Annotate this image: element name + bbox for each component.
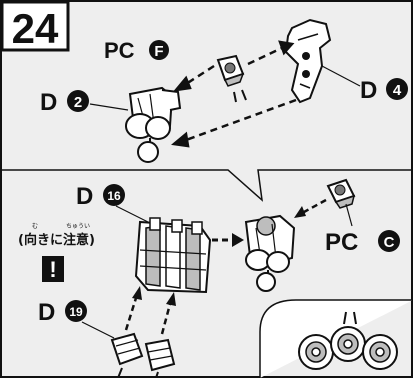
part-label-pc-c: PC C — [325, 229, 400, 256]
arrow-pc-c-to-joint — [294, 198, 327, 218]
pc-c-leader-line — [345, 203, 353, 227]
svg-text:16: 16 — [107, 189, 121, 203]
notice-text: (向きに注意) — [18, 232, 95, 248]
section-divider — [2, 169, 411, 202]
polycap-c — [326, 178, 356, 209]
d19-leader-line — [81, 321, 115, 339]
svg-text:D: D — [40, 89, 57, 116]
notice-furigana-2: ちゅうい — [66, 223, 90, 230]
svg-text:!: ! — [49, 257, 56, 282]
polycap-f — [216, 54, 247, 103]
svg-text:D: D — [360, 77, 377, 104]
part-label-d2: D 2 — [40, 89, 89, 116]
part-label-pc-f: PC F — [104, 38, 169, 63]
svg-text:D: D — [76, 183, 93, 210]
svg-text:D: D — [38, 299, 55, 326]
svg-text:2: 2 — [74, 94, 82, 111]
svg-text:F: F — [154, 43, 163, 60]
hand-rollers-detail — [298, 326, 398, 370]
svg-text:19: 19 — [69, 305, 83, 319]
step-number: 24 — [12, 5, 59, 52]
caution-mark-icon — [42, 256, 64, 282]
svg-text:PC: PC — [325, 229, 358, 256]
orientation-notice: む ちゅうい (向きに注意) ! — [18, 223, 95, 282]
part-d16 — [134, 217, 212, 294]
arrow-d16-to-joint — [212, 233, 244, 247]
part-d19 — [110, 332, 176, 378]
part-d2 — [125, 86, 182, 163]
assembled-joint — [244, 214, 296, 292]
svg-text:C: C — [384, 234, 395, 251]
step-number-box: 24 — [0, 0, 70, 52]
part-label-d19: D 19 — [38, 299, 87, 326]
d4-leader-line — [321, 65, 361, 87]
svg-text:4: 4 — [393, 82, 402, 99]
arrows-d19-to-d16 — [124, 286, 176, 335]
part-label-d16: D 16 — [76, 183, 125, 210]
notice-furigana-1: む — [32, 223, 38, 230]
part-label-d4: D 4 — [360, 77, 408, 104]
d2-leader-line — [89, 103, 129, 111]
detail-callout — [259, 299, 413, 378]
assembly-arrows-upper — [171, 40, 297, 148]
svg-text:PC: PC — [104, 38, 135, 63]
